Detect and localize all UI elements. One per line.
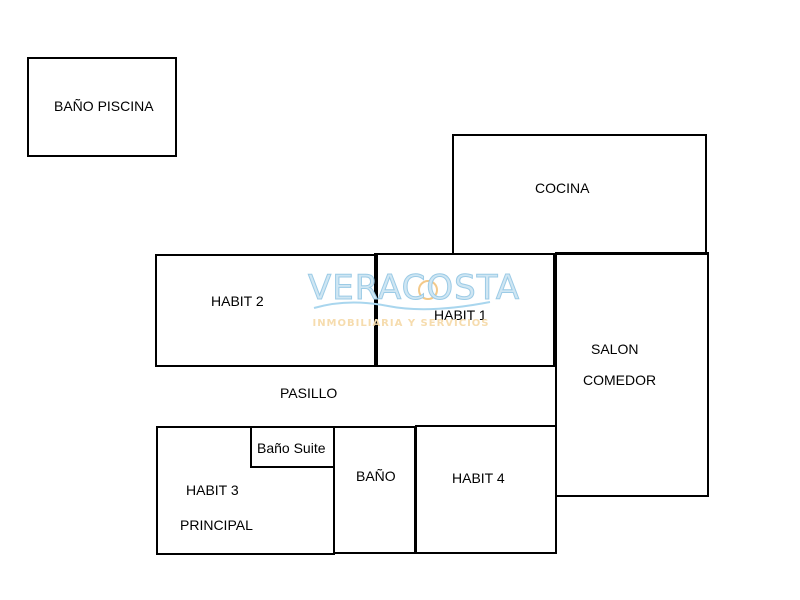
wall-divider-bano bbox=[414, 426, 417, 554]
label-bano-piscina: BAÑO PISCINA bbox=[54, 98, 154, 114]
label-salon: SALON bbox=[591, 341, 639, 357]
label-bano: BAÑO bbox=[356, 468, 396, 484]
room-bano-piscina bbox=[27, 57, 177, 157]
room-bano bbox=[333, 426, 417, 554]
label-cocina: COCINA bbox=[535, 180, 590, 196]
room-salon-comedor bbox=[555, 252, 709, 497]
label-habit-2: HABIT 2 bbox=[211, 293, 264, 309]
room-cocina bbox=[452, 134, 707, 255]
label-habit-3: HABIT 3 bbox=[186, 482, 239, 498]
wall-divider-habit bbox=[374, 253, 378, 367]
label-bano-suite: Baño Suite bbox=[257, 440, 326, 456]
label-habit-4: HABIT 4 bbox=[452, 470, 505, 486]
sun-wave-icon bbox=[313, 280, 491, 311]
label-principal: PRINCIPAL bbox=[180, 517, 253, 533]
watermark-tagline: INMOBILIARIA Y SERVICIOS bbox=[312, 318, 490, 329]
label-habit-1: HABIT 1 bbox=[434, 307, 487, 323]
label-pasillo: PASILLO bbox=[280, 385, 338, 401]
room-habit-4 bbox=[415, 425, 557, 554]
label-comedor: COMEDOR bbox=[583, 372, 657, 388]
watermark-brand: VERACOSTA bbox=[308, 268, 521, 309]
watermark-logo: VERACOSTA INMOBILIARIA Y SERVICIOS bbox=[308, 268, 521, 334]
